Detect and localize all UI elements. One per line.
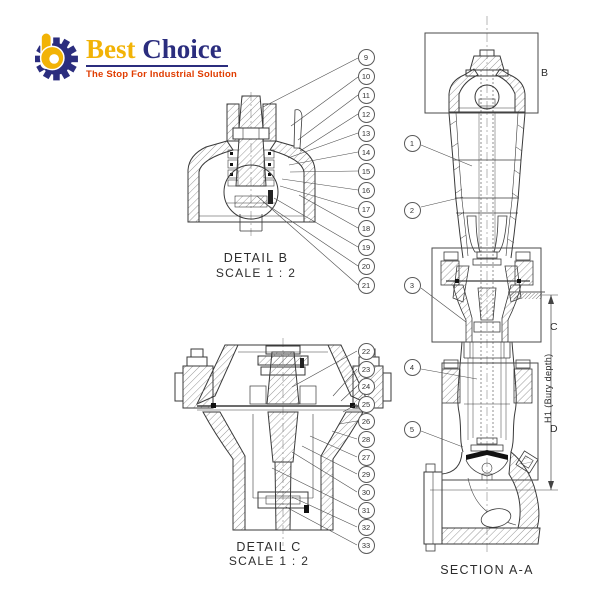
detail-box-c-label: C bbox=[550, 321, 558, 333]
balloon-28: 28 bbox=[357, 430, 375, 448]
balloon-1: 1 bbox=[403, 134, 421, 152]
balloon-15: 15 bbox=[357, 162, 375, 180]
bury-depth-dimension-label: H1 (Bury depth) bbox=[543, 353, 553, 423]
brand-underline bbox=[86, 65, 228, 67]
section-aa-title: SECTION A-A bbox=[440, 563, 534, 577]
balloon-29: 29 bbox=[357, 465, 375, 483]
detail-b-leader-lines bbox=[256, 57, 359, 286]
gear-logo-icon bbox=[35, 32, 78, 81]
ground-level-mark bbox=[508, 291, 545, 299]
balloon-4: 4 bbox=[403, 358, 421, 376]
balloon-27: 27 bbox=[357, 448, 375, 466]
balloon-20: 20 bbox=[357, 257, 375, 275]
balloon-30: 30 bbox=[357, 483, 375, 501]
section-aa-drawing bbox=[423, 16, 545, 552]
balloon-31: 31 bbox=[357, 501, 375, 519]
brand-tagline: The Stop For Industrial Solution bbox=[86, 69, 238, 80]
balloon-2: 2 bbox=[403, 201, 421, 219]
section-aa-leader-lines bbox=[420, 144, 478, 448]
detail-b-title: DETAIL B bbox=[223, 251, 289, 265]
brand-word-choice: Choice bbox=[142, 34, 222, 64]
balloon-19: 19 bbox=[357, 238, 375, 256]
detail-c-scale: SCALE 1 : 2 bbox=[228, 554, 310, 568]
balloon-33: 33 bbox=[357, 536, 375, 554]
detail-box-d-label: D bbox=[550, 423, 558, 435]
balloon-11: 11 bbox=[357, 86, 375, 104]
balloon-21: 21 bbox=[357, 276, 375, 294]
balloon-13: 13 bbox=[357, 124, 375, 142]
balloon-22: 22 bbox=[357, 342, 375, 360]
best-choice-logo: Best Choice The Stop For Industrial Solu… bbox=[28, 30, 238, 88]
balloon-3: 3 bbox=[403, 276, 421, 294]
detail-box-b bbox=[424, 32, 539, 114]
detail-c-title: DETAIL C bbox=[236, 540, 302, 554]
balloon-12: 12 bbox=[357, 105, 375, 123]
detail-c-leader-lines bbox=[271, 350, 358, 546]
detail-box-d bbox=[441, 362, 539, 481]
brand-name: Best Choice bbox=[86, 36, 237, 63]
logo-b-glyph bbox=[39, 32, 65, 71]
balloon-18: 18 bbox=[357, 219, 375, 237]
balloon-23: 23 bbox=[357, 360, 375, 378]
balloon-10: 10 bbox=[357, 67, 375, 85]
balloon-5: 5 bbox=[403, 420, 421, 438]
balloon-14: 14 bbox=[357, 143, 375, 161]
detail-b-scale: SCALE 1 : 2 bbox=[215, 266, 297, 280]
balloon-16: 16 bbox=[357, 181, 375, 199]
detail-b-drawing bbox=[187, 92, 316, 236]
dimension-h1 bbox=[430, 294, 558, 491]
balloon-17: 17 bbox=[357, 200, 375, 218]
brand-word-best: Best bbox=[86, 34, 136, 64]
balloon-24: 24 bbox=[357, 377, 375, 395]
detail-box-b-label: B bbox=[541, 67, 549, 79]
balloon-25: 25 bbox=[357, 395, 375, 413]
balloon-9: 9 bbox=[357, 48, 375, 66]
balloon-32: 32 bbox=[357, 518, 375, 536]
balloon-26: 26 bbox=[357, 412, 375, 430]
